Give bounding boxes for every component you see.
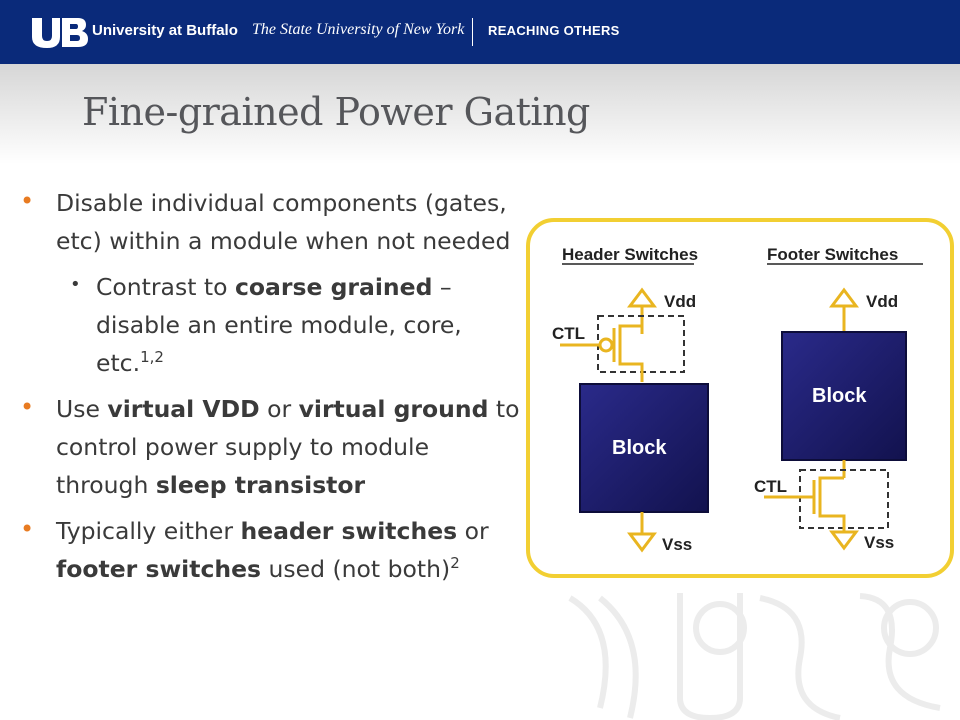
- footer-switches-title: Footer Switches: [767, 245, 898, 264]
- bullet-item: • Typically either header switches or fo…: [20, 512, 520, 588]
- footer-block: [781, 331, 907, 461]
- bullet-marker: •: [20, 393, 35, 421]
- university-banner: University at Buffalo The State Universi…: [0, 0, 960, 64]
- banner-tagline: REACHING OTHERS: [488, 23, 620, 38]
- ub-seal-watermark: [568, 593, 941, 720]
- header-switch-circuit: Vdd CTL Block Vss: [552, 287, 709, 554]
- sub-bullet-marker: •: [70, 274, 81, 295]
- bullet-item: • Disable individual components (gates, …: [20, 184, 520, 260]
- suny-name: The State University of New York: [252, 21, 465, 38]
- vss-label: Vss: [864, 533, 894, 552]
- bullet-item: • Use virtual VDD or virtual ground to c…: [20, 390, 520, 504]
- ub-logo-icon: [32, 18, 88, 48]
- bullet-list: • Disable individual components (gates, …: [20, 184, 520, 596]
- power-gating-diagram: Header Switches Footer Switches Vdd CTL …: [526, 218, 954, 578]
- vss-arrow-icon: [627, 532, 657, 553]
- ctl-label: CTL: [754, 477, 787, 496]
- sub-bullet-item: • Contrast to coarse grained – disable a…: [20, 268, 520, 382]
- header-switches-title: Header Switches: [562, 245, 698, 264]
- vdd-label: Vdd: [664, 292, 696, 311]
- block-label: Block: [612, 437, 667, 459]
- bullet-marker: •: [20, 187, 35, 215]
- block-label: Block: [812, 385, 867, 407]
- pmos-bubble-icon: [598, 337, 614, 353]
- banner-divider: [472, 18, 473, 46]
- bullet-marker: •: [20, 515, 35, 543]
- vdd-label: Vdd: [866, 292, 898, 311]
- header-block: [579, 383, 709, 513]
- vss-label: Vss: [662, 535, 692, 554]
- title-band: [0, 64, 960, 164]
- footnote-ref: 1,2: [140, 348, 164, 367]
- vss-arrow-icon: [829, 530, 859, 551]
- footnote-ref: 2: [450, 554, 460, 573]
- ctl-label: CTL: [552, 324, 585, 343]
- university-name: University at Buffalo: [92, 22, 238, 39]
- slide-title: Fine-grained Power Gating: [82, 90, 590, 134]
- footer-switch-circuit: Vdd Block CTL Vss: [754, 287, 907, 552]
